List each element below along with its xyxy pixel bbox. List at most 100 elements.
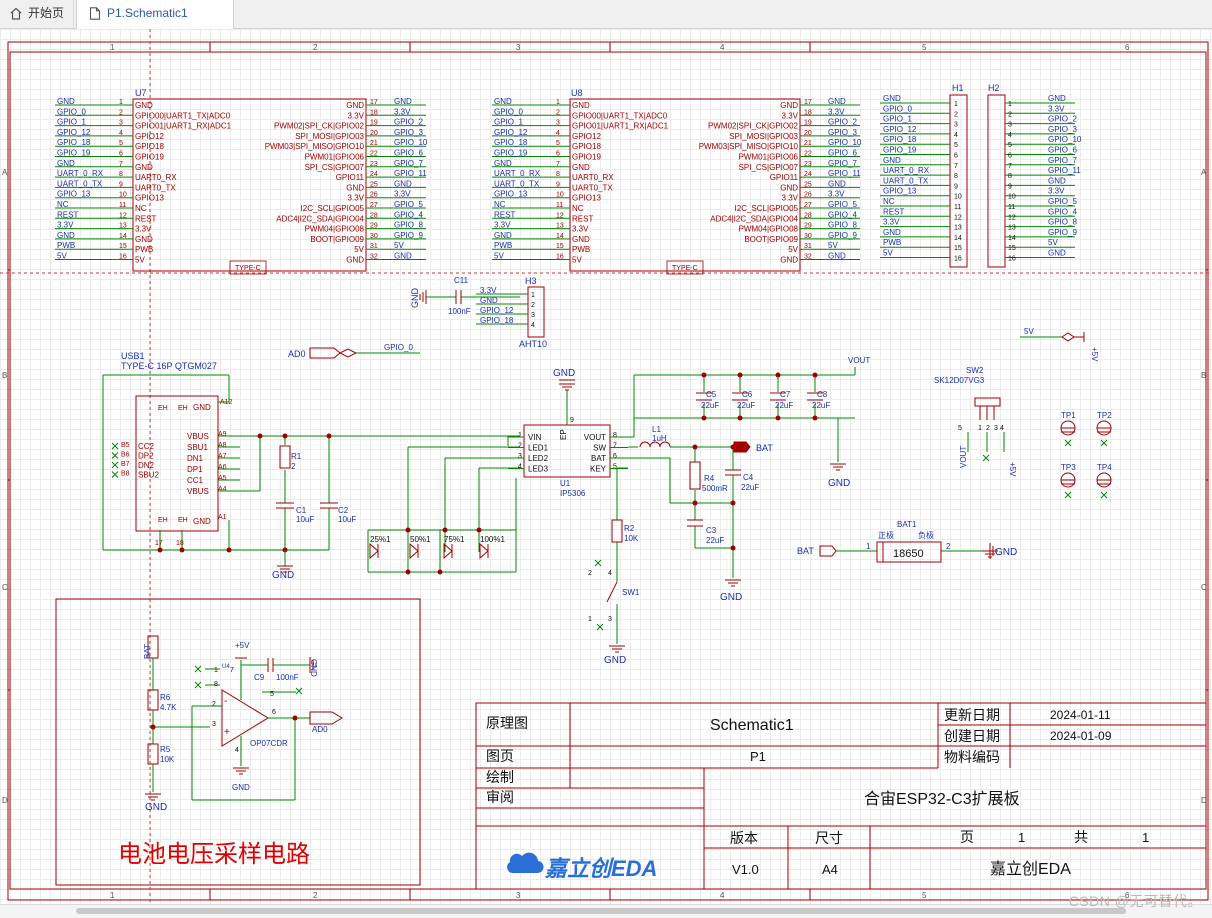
pin-number: 6 xyxy=(556,151,560,158)
svg-text:VOUT: VOUT xyxy=(848,356,870,365)
net-label: GND xyxy=(828,179,846,188)
svg-text:SK12D07VG3: SK12D07VG3 xyxy=(934,376,985,385)
pin-number: 10 xyxy=(1008,194,1016,201)
pin-name: BOOT|GPIO09 xyxy=(310,235,364,244)
svg-text:B5: B5 xyxy=(121,442,130,449)
pin-number: 17 xyxy=(370,99,378,106)
c11-value: 100nF xyxy=(448,307,471,316)
pin-number: 13 xyxy=(954,225,962,232)
pin-number: 20 xyxy=(370,130,378,137)
net-label: GPIO_18 xyxy=(883,135,917,144)
pin-name: NC xyxy=(135,204,147,213)
svg-text:25%1: 25%1 xyxy=(370,535,391,544)
pin-name: 5V xyxy=(135,256,145,265)
capacitor-c11[interactable] xyxy=(419,290,520,304)
pin-number: 15 xyxy=(556,243,564,250)
svg-text:2: 2 xyxy=(986,425,990,432)
svg-text:CC1: CC1 xyxy=(187,476,204,485)
pin-number: 7 xyxy=(119,161,123,168)
svg-text:V1.0: V1.0 xyxy=(732,862,759,877)
u8-ref: U8 xyxy=(571,88,583,98)
net-label: GPIO_13 xyxy=(57,190,91,199)
5v-port[interactable]: 5V +5V xyxy=(1020,327,1099,362)
net-label: GND xyxy=(828,252,846,261)
crosshair xyxy=(0,29,1212,904)
pin-name: ADC4|I2C_SDA|GPIO04 xyxy=(276,214,364,223)
header-h1[interactable]: H1 xyxy=(949,83,968,268)
net-label: GPIO_4 xyxy=(828,210,857,219)
pin-number: 14 xyxy=(556,233,564,240)
pin-number: 6 xyxy=(1008,153,1012,160)
svg-text:7: 7 xyxy=(230,667,234,674)
svg-text:6: 6 xyxy=(613,453,617,460)
svg-text:共: 共 xyxy=(1074,829,1088,845)
pin-number: 21 xyxy=(370,140,378,147)
watermark: CSDN @无可替代。 xyxy=(1068,893,1202,909)
tab-start-page[interactable]: 开始页 xyxy=(0,0,74,27)
svg-text:3: 3 xyxy=(212,721,216,728)
pin-number: 31 xyxy=(370,243,378,250)
net-label: GPIO_18 xyxy=(480,316,514,325)
svg-text:CC2: CC2 xyxy=(138,442,155,451)
pin-name: SPI_MOSI|GPIO03 xyxy=(295,132,364,141)
net-label: PWB xyxy=(57,241,75,250)
svg-text:+: + xyxy=(224,727,230,738)
pin-number: 3 xyxy=(556,120,560,127)
scrollbar-thumb[interactable] xyxy=(76,908,1126,914)
svg-text:18650: 18650 xyxy=(893,548,924,560)
pin-number: 30 xyxy=(370,233,378,240)
pin-number: 30 xyxy=(804,233,812,240)
svg-text:A4: A4 xyxy=(822,862,838,877)
svg-text:TP1: TP1 xyxy=(1061,411,1076,420)
pin-number: 14 xyxy=(954,235,962,242)
svg-text:5: 5 xyxy=(958,425,962,432)
svg-text:4: 4 xyxy=(1000,425,1004,432)
pin-number: 10 xyxy=(119,192,127,199)
svg-text:22uF: 22uF xyxy=(701,401,719,410)
pin-number: 3 xyxy=(531,312,535,319)
svg-text:A4: A4 xyxy=(218,486,227,493)
row-marker: B xyxy=(2,371,7,380)
svg-text:SW2: SW2 xyxy=(966,366,984,375)
net-label: 5V xyxy=(828,241,838,250)
net-label: GPIO_10 xyxy=(828,138,862,147)
tab-start-page-label: 开始页 xyxy=(28,6,65,20)
svg-text:+5V: +5V xyxy=(1090,347,1099,362)
svg-text:物料编码: 物料编码 xyxy=(944,749,1000,765)
pin-number: 3 xyxy=(954,122,958,129)
net-label: GPIO_11 xyxy=(828,169,861,178)
pin-name: ADC4|I2C_SDA|GPIO04 xyxy=(710,214,798,223)
svg-text:+5V: +5V xyxy=(235,641,250,650)
pin-name: 3.3V xyxy=(348,111,365,120)
net-label: GND xyxy=(883,228,901,237)
module-u7[interactable]: U7 TYPE-C xyxy=(132,88,367,275)
battery-bat1[interactable]: BAT1 正极 负极 18650 1 2 xyxy=(866,520,951,563)
pin-name: UART0_TX xyxy=(135,183,176,192)
tab-schematic[interactable]: P1.Schematic1 xyxy=(76,0,234,29)
pin-number: 4 xyxy=(531,322,535,329)
row-marker: A xyxy=(2,168,8,177)
pin-name: GPIO11 xyxy=(336,173,365,182)
pin-name: 5V xyxy=(354,245,364,254)
header-h2[interactable]: H2 xyxy=(987,83,1006,268)
c11-ref: C11 xyxy=(454,276,469,285)
pin-number: 8 xyxy=(1008,173,1012,180)
horizontal-scrollbar[interactable] xyxy=(0,904,1212,918)
document-icon xyxy=(89,7,101,20)
svg-text:C2: C2 xyxy=(338,506,349,515)
svg-text:B8: B8 xyxy=(121,471,130,478)
net-label: GPIO_5 xyxy=(1048,197,1077,206)
pin-number: 11 xyxy=(556,202,563,209)
ad0-port[interactable]: AD0 GPIO_0 xyxy=(288,343,420,359)
pin-number: 6 xyxy=(954,153,958,160)
pin-number: 2 xyxy=(119,109,123,116)
pin-number: 8 xyxy=(954,173,958,180)
net-label: GPIO_9 xyxy=(394,231,423,240)
module-u8[interactable]: U8 TYPE-C xyxy=(569,88,801,275)
